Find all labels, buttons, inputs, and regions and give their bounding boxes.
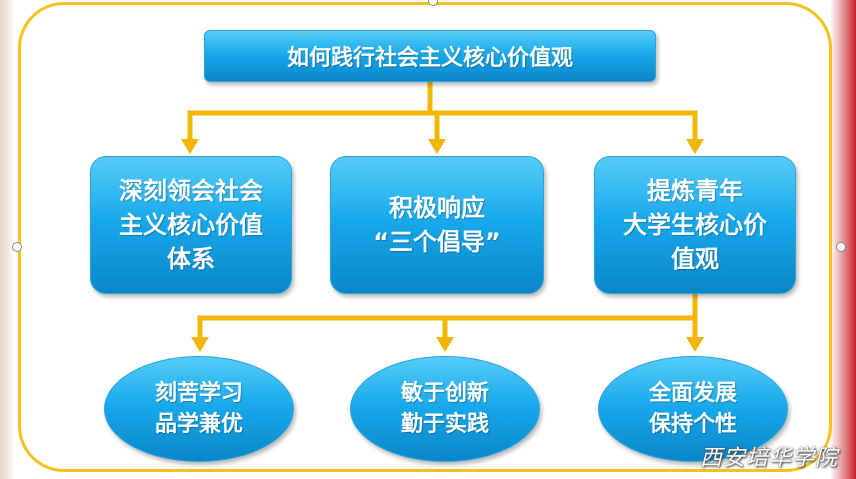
bottom-oval-1-line-2: 品学兼优 [154, 412, 243, 437]
arrow-head-box-1 [181, 139, 199, 154]
bottom-oval-3-line-2: 保持个性 [648, 412, 737, 437]
diagram-title-box: 如何践行社会主义核心价值观 [204, 30, 656, 82]
middle-box-3: 提炼青年 大学生核心价 值观 [594, 156, 796, 294]
middle-box-3-line-1: 提炼青年 [647, 177, 743, 205]
middle-box-1-line-2: 主义核心价值 [119, 211, 263, 239]
arrow-head-oval-3 [686, 337, 704, 352]
middle-box-2-line-1: 积极响应 [388, 194, 485, 222]
bottom-oval-2-line-1: 敏于创新 [400, 381, 489, 406]
middle-box-1-line-1: 深刻领会社会 [119, 177, 263, 205]
resize-handle-right[interactable] [836, 242, 846, 252]
resize-handle-top[interactable] [428, 0, 438, 6]
middle-box-1-line-3: 体系 [167, 245, 215, 273]
bottom-oval-1-line-1: 刻苦学习 [154, 381, 243, 406]
resize-handle-left[interactable] [12, 242, 22, 252]
watermark: 西安培华学院 [700, 446, 839, 471]
bottom-oval-3-line-1: 全面发展 [648, 381, 737, 406]
arrow-head-box-2 [428, 139, 446, 154]
middle-box-1: 深刻领会社会 主义核心价值 体系 [90, 156, 292, 294]
middle-box-2: 积极响应 “三个倡导” [330, 156, 544, 294]
bottom-oval-1: 刻苦学习 品学兼优 [104, 356, 294, 462]
middle-box-2-line-2: “三个倡导” [373, 228, 501, 256]
bottom-oval-2: 敏于创新 勤于实践 [350, 356, 540, 462]
arrow-head-box-3 [686, 139, 704, 154]
diagram-title: 如何践行社会主义核心价值观 [286, 46, 573, 71]
bottom-oval-3: 全面发展 保持个性 [598, 356, 788, 462]
left-decoration [0, 0, 14, 479]
right-decoration [830, 0, 856, 479]
arrow-head-oval-2 [436, 337, 454, 352]
arrow-head-oval-1 [191, 337, 209, 352]
middle-box-3-line-3: 值观 [671, 245, 719, 273]
bottom-oval-2-line-2: 勤于实践 [400, 412, 489, 437]
middle-box-3-line-2: 大学生核心价 [623, 211, 767, 239]
